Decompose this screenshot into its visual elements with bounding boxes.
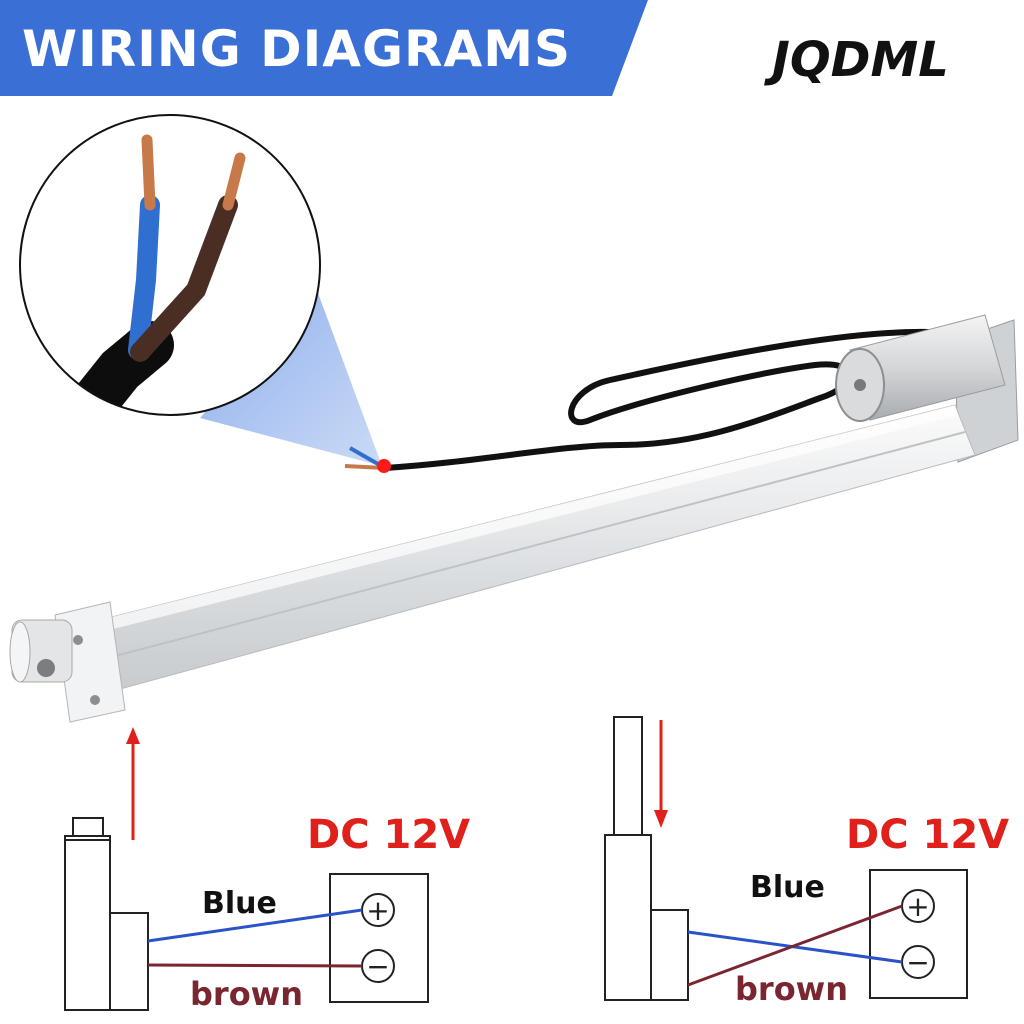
actuator-motor-box	[109, 912, 149, 1011]
page-title: WIRING DIAGRAMS	[22, 20, 571, 78]
header-banner: WIRING DIAGRAMS	[0, 0, 648, 96]
blue-wire-label: Blue	[750, 870, 825, 905]
brown-wire	[687, 904, 903, 987]
blue-wire	[147, 908, 363, 943]
wiring-diagram-extend: + − DC 12V Blue brown	[64, 727, 470, 1013]
connection-marker	[377, 459, 391, 473]
minus-sign: −	[366, 950, 389, 983]
plus-sign: +	[366, 894, 389, 927]
brown-wire	[147, 963, 363, 968]
power-cable	[382, 328, 933, 471]
zoom-cone	[200, 285, 382, 466]
power-label: DC 12V	[307, 812, 470, 858]
actuator-housing	[604, 834, 652, 1001]
extend-arrowhead	[126, 727, 140, 744]
wiring-diagram-retract: + − DC 12V Blue brown	[604, 716, 1009, 1008]
plus-sign: +	[906, 890, 929, 923]
brand-logo: JQDML	[764, 32, 949, 88]
blue-wire-label: Blue	[202, 886, 277, 921]
power-label: DC 12V	[846, 812, 1009, 858]
brown-wire-label: brown	[190, 975, 303, 1013]
wire-closeup	[19, 114, 321, 416]
brown-wire-label: brown	[735, 970, 848, 1008]
banner-shape	[0, 0, 648, 96]
actuator-motor-box	[650, 909, 689, 1001]
actuator-tube	[9, 404, 976, 723]
actuator-motor	[835, 314, 1019, 463]
minus-sign: −	[906, 946, 929, 979]
actuator-housing	[64, 839, 111, 1011]
linear-actuator	[9, 314, 1019, 723]
retract-arrowhead	[654, 810, 668, 828]
actuator-rod-tip	[72, 817, 104, 837]
actuator-rod	[613, 716, 643, 836]
